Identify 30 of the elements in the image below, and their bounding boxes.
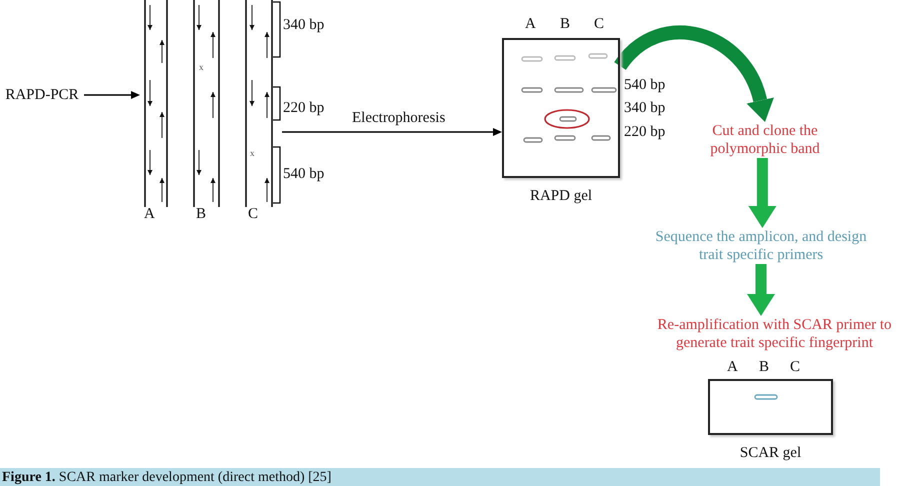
lane-label: C <box>248 206 258 223</box>
size-label: 220 bp <box>624 124 666 141</box>
arrow <box>282 128 501 136</box>
arrow <box>84 91 139 99</box>
size-label: 340 bp <box>624 100 666 117</box>
size-label: 340 bp <box>283 17 324 34</box>
lane-label: C <box>594 16 604 33</box>
size-label: 540 bp <box>283 166 324 183</box>
lane-label: A <box>144 206 155 223</box>
arrow <box>614 26 771 122</box>
gel-title: SCAR gel <box>740 445 802 462</box>
lane-label: B <box>196 206 206 223</box>
step-label: RAPD-PCR <box>0 86 84 104</box>
gel-title: RAPD gel <box>530 188 592 205</box>
lane-label: B <box>759 359 770 376</box>
mutation-mark: x <box>199 62 204 72</box>
step-text: Sequence the amplicon, and design trait specific primers <box>648 228 874 264</box>
size-label: 540 bp <box>624 77 666 94</box>
lane-label: B <box>560 16 570 33</box>
arrow <box>750 264 772 316</box>
lane-label: A <box>525 16 536 33</box>
lane-label: C <box>790 359 800 376</box>
lane-label: A <box>727 359 738 376</box>
edge-label: Electrophoresis <box>352 110 446 127</box>
step-text: Re-amplification with SCAR primer to generate trait specific fingerprint <box>648 316 901 352</box>
size-label: 220 bp <box>283 100 324 117</box>
arrow <box>751 158 774 228</box>
step-text: Cut and clone the polymorphic band <box>700 122 830 158</box>
caption: Figure 1. SCAR marker development (direct method) [25] <box>2 469 332 486</box>
mutation-mark: x <box>250 148 254 158</box>
